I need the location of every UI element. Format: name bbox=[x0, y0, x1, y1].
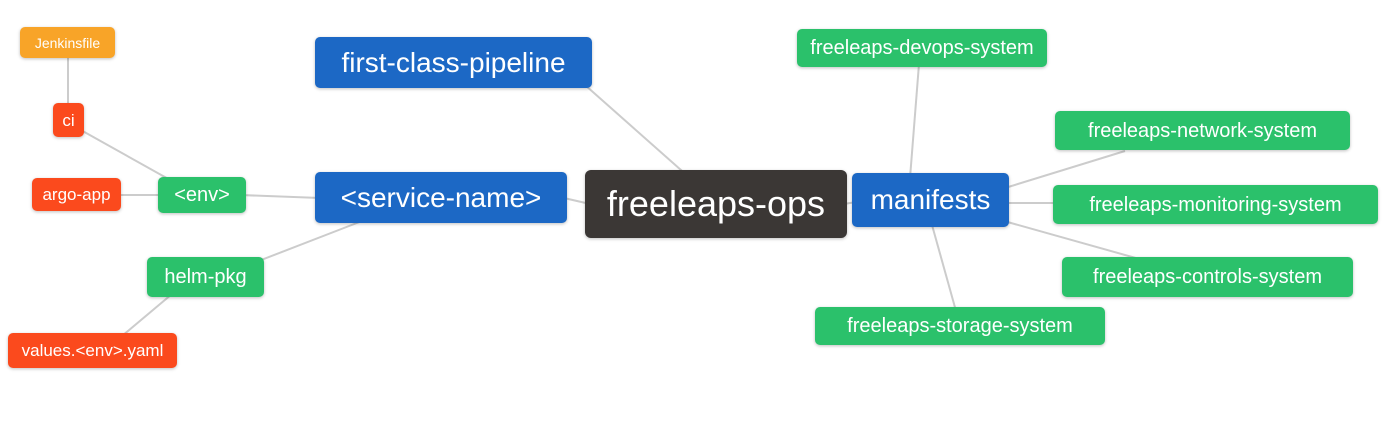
node-helm-pkg[interactable]: helm-pkg bbox=[147, 257, 264, 297]
node-env[interactable]: <env> bbox=[158, 177, 246, 213]
node-freeleaps-controls-system[interactable]: freeleaps-controls-system bbox=[1062, 257, 1353, 297]
node-first-class-pipeline[interactable]: first-class-pipeline bbox=[315, 37, 592, 88]
node-freeleaps-devops-system[interactable]: freeleaps-devops-system bbox=[797, 29, 1047, 67]
node-service-name[interactable]: <service-name> bbox=[315, 172, 567, 223]
node-values-env-yaml[interactable]: values.<env>.yaml bbox=[8, 333, 177, 368]
node-freeleaps-network-system[interactable]: freeleaps-network-system bbox=[1055, 111, 1350, 150]
edge-service-name-to-helm-pkg bbox=[255, 220, 363, 263]
node-manifests[interactable]: manifests bbox=[852, 173, 1009, 227]
edge-manifests-to-freeleaps-controls-system bbox=[1003, 220, 1151, 263]
edge-manifests-to-freeleaps-storage-system bbox=[931, 224, 957, 312]
edge-manifests-to-freeleaps-devops-system bbox=[909, 63, 920, 179]
edge-manifests-to-freeleaps-network-system bbox=[1004, 150, 1126, 189]
node-argo-app[interactable]: argo-app bbox=[32, 178, 121, 211]
node-freeleaps-ops[interactable]: freeleaps-ops bbox=[585, 170, 847, 238]
node-freeleaps-monitoring-system[interactable]: freeleaps-monitoring-system bbox=[1053, 185, 1378, 224]
node-freeleaps-storage-system[interactable]: freeleaps-storage-system bbox=[815, 307, 1105, 345]
node-jenkinsfile[interactable]: Jenkinsfile bbox=[20, 27, 115, 58]
node-ci[interactable]: ci bbox=[53, 103, 84, 137]
edge-first-class-pipeline-to-freeleaps-ops bbox=[584, 84, 691, 179]
edge-ci-to-env bbox=[78, 128, 173, 182]
edge-env-to-service-name bbox=[239, 194, 321, 199]
edge-helm-pkg-to-values-env-yaml bbox=[121, 293, 173, 337]
